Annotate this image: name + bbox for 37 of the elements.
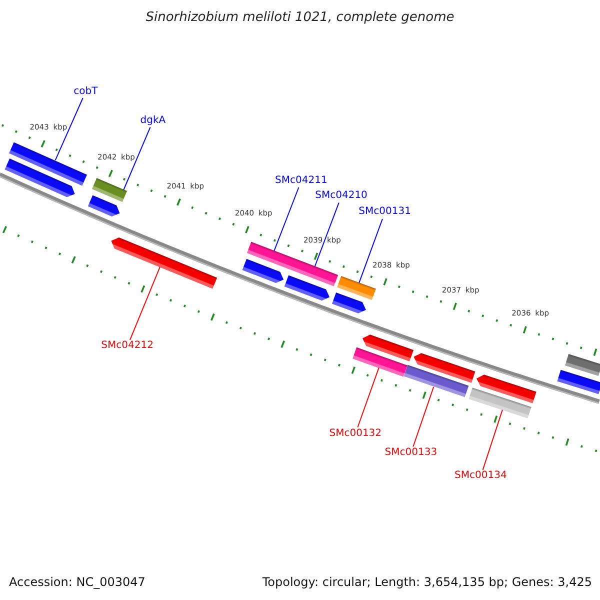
pointed-gene-bar [475, 372, 537, 403]
leader-line [482, 409, 503, 470]
gene-bar [556, 370, 600, 394]
pointed-gene-bar [87, 194, 122, 218]
pointed-gene-bar [360, 332, 414, 362]
leader-line [129, 266, 160, 340]
leader-line [357, 367, 380, 428]
leader-line [412, 386, 434, 448]
gene-bar [9, 142, 88, 186]
pointed-gene-bar [284, 274, 332, 302]
gene-bar [469, 388, 532, 418]
gene-bar [564, 354, 600, 376]
leader-line [314, 202, 340, 267]
gene-label: SMc04210 [315, 190, 368, 202]
pointed-gene-bar [242, 258, 286, 285]
gene-label: SMc00133 [384, 447, 438, 460]
accession-text: Accession: NC_003047 [9, 575, 146, 589]
gene-bar [337, 276, 376, 300]
gene-label: SMc04212 [101, 340, 154, 352]
leader-line [123, 126, 151, 190]
leader-line [358, 218, 383, 284]
gene-label: SMc00132 [329, 428, 382, 440]
gene-bar [404, 365, 469, 398]
gene-label: dgkA [140, 114, 166, 127]
leader-line [54, 98, 84, 161]
gene-label: SMc00131 [358, 206, 411, 218]
pointed-gene-bar [108, 234, 217, 288]
genome-stats-text: Topology: circular; Length: 3,654,135 bp; Genes: 3,425 [262, 575, 592, 589]
gene-bar [352, 346, 407, 376]
gene-label: SMc00134 [454, 470, 507, 482]
gene-label: cobT [74, 86, 98, 98]
pointed-gene-bar [332, 292, 368, 316]
gene-label: SMc04211 [275, 174, 328, 187]
gene-bar [92, 178, 128, 202]
leader-line [274, 186, 300, 252]
map-title: Sinorhizobium meliloti 1021, complete genome [146, 10, 454, 26]
pointed-gene-bar [411, 350, 475, 383]
